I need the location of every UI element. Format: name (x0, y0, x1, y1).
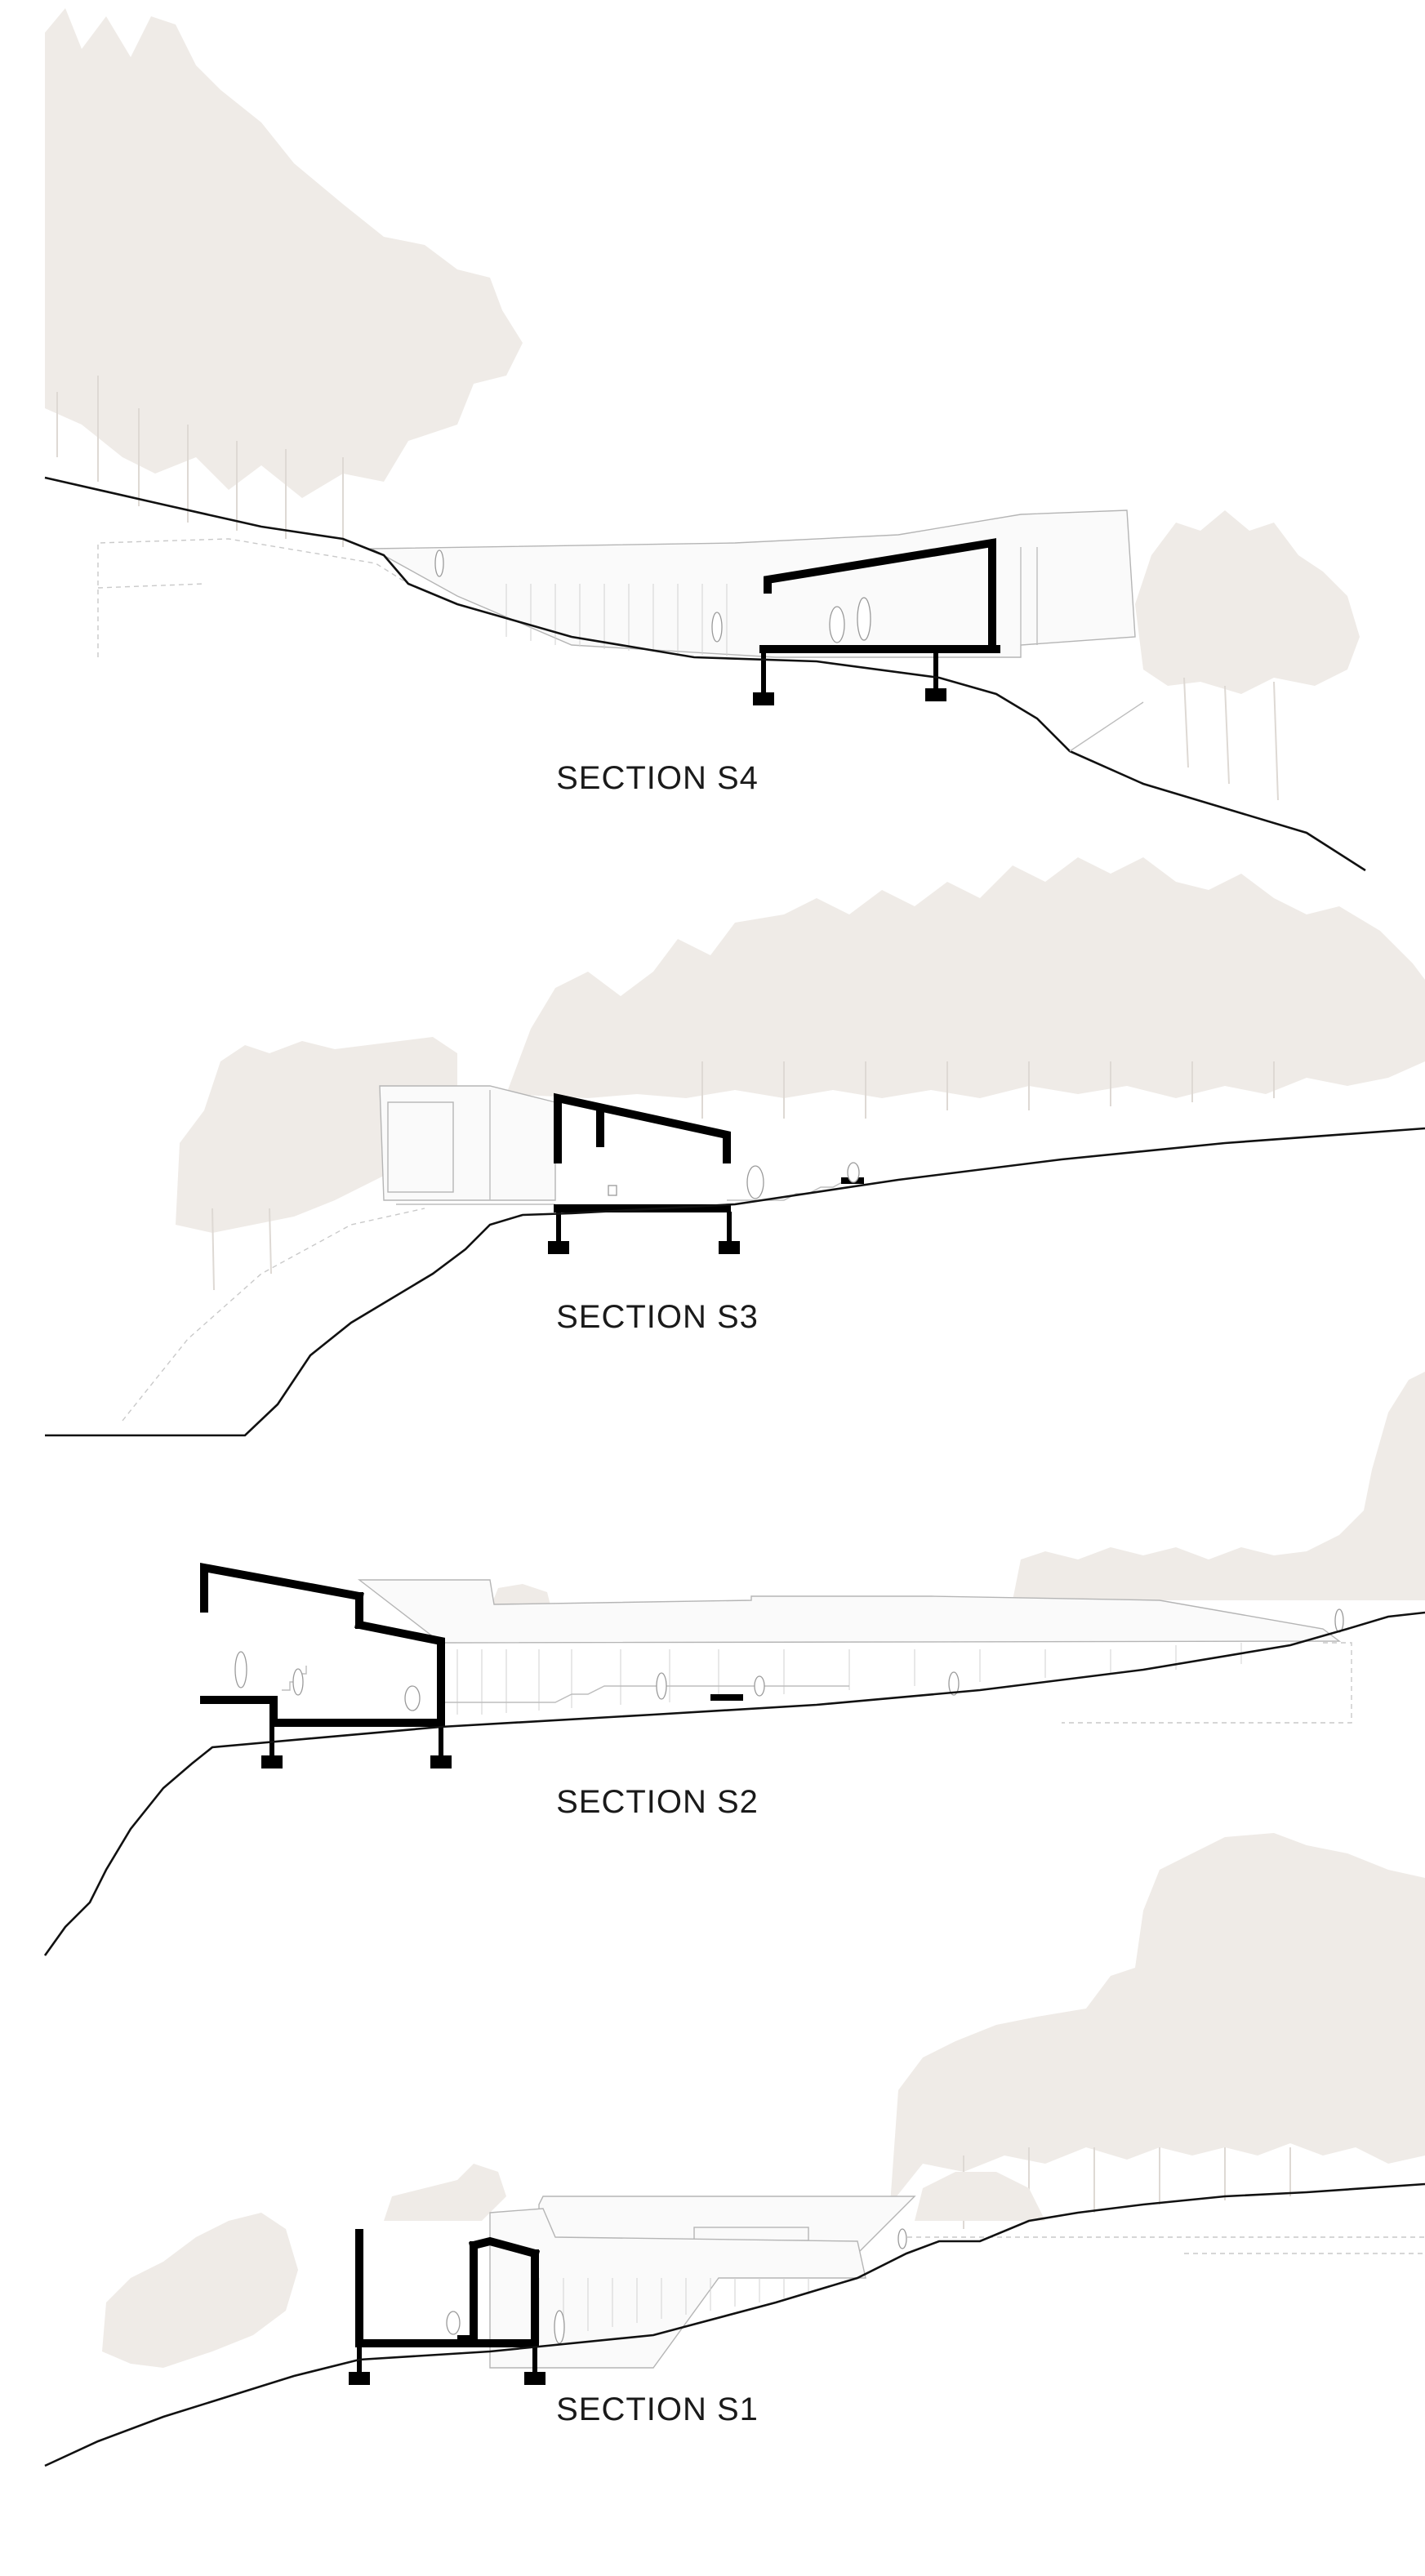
facade-slats-s4 (505, 584, 728, 656)
section-label-s1: SECTION S1 (556, 2391, 759, 2427)
section-label-s2: SECTION S2 (556, 1784, 759, 1820)
ground-line-s1 (44, 2182, 1425, 2467)
tree-canopy-s1-right (890, 1833, 1425, 2205)
background-terrain-s4 (97, 538, 409, 657)
facade-slats-s2 (456, 1643, 1242, 1715)
section-cut-s1 (355, 2229, 541, 2347)
person-figure (446, 2311, 461, 2335)
person-figure (746, 1165, 764, 1199)
foundation-s1-b (532, 2347, 537, 2375)
ground-line-s2 (43, 1611, 1425, 1956)
ground-line-s4 (44, 476, 1366, 872)
foundation-s4-a (761, 653, 766, 694)
section-label-s3: SECTION S3 (556, 1299, 759, 1335)
section-s4: SECTION S4 (44, 8, 1366, 872)
person-figure (234, 1651, 247, 1688)
foundation-s3-b (727, 1212, 732, 1244)
section-cut-s3 (554, 1092, 731, 1212)
section-s1: SECTION S1 (44, 1833, 1425, 2467)
tree-trunks-s4-right (1183, 677, 1279, 801)
foundation-s3-a (556, 1212, 561, 1244)
background-terrain-s3 (122, 1208, 425, 1421)
tree-canopy-s2-right (1013, 1372, 1425, 1600)
tree-canopy-s4-left (45, 8, 523, 498)
section-s3: SECTION S3 (45, 857, 1425, 1437)
foundation-s1-a (357, 2347, 362, 2375)
section-cut-s4 (759, 538, 1000, 653)
tree-trunks-s3 (212, 1061, 1275, 1291)
person-figure (829, 606, 845, 643)
ground-line-s3 (45, 1127, 1425, 1437)
tree-canopy-s4-right (1135, 510, 1360, 694)
section-s2: SECTION S2 (43, 1372, 1425, 1956)
tree-canopy-s3-right (506, 857, 1425, 1098)
building-elevation-s2 (357, 1579, 1342, 1644)
foundation-s2-b (439, 1726, 443, 1759)
tree-trunks-s4-left (56, 376, 344, 547)
foundation-s4-b (933, 653, 938, 690)
tree-canopy-s1-left (102, 2213, 298, 2368)
section-cut-s2 (200, 1562, 445, 1727)
section-label-s4: SECTION S4 (556, 760, 759, 796)
